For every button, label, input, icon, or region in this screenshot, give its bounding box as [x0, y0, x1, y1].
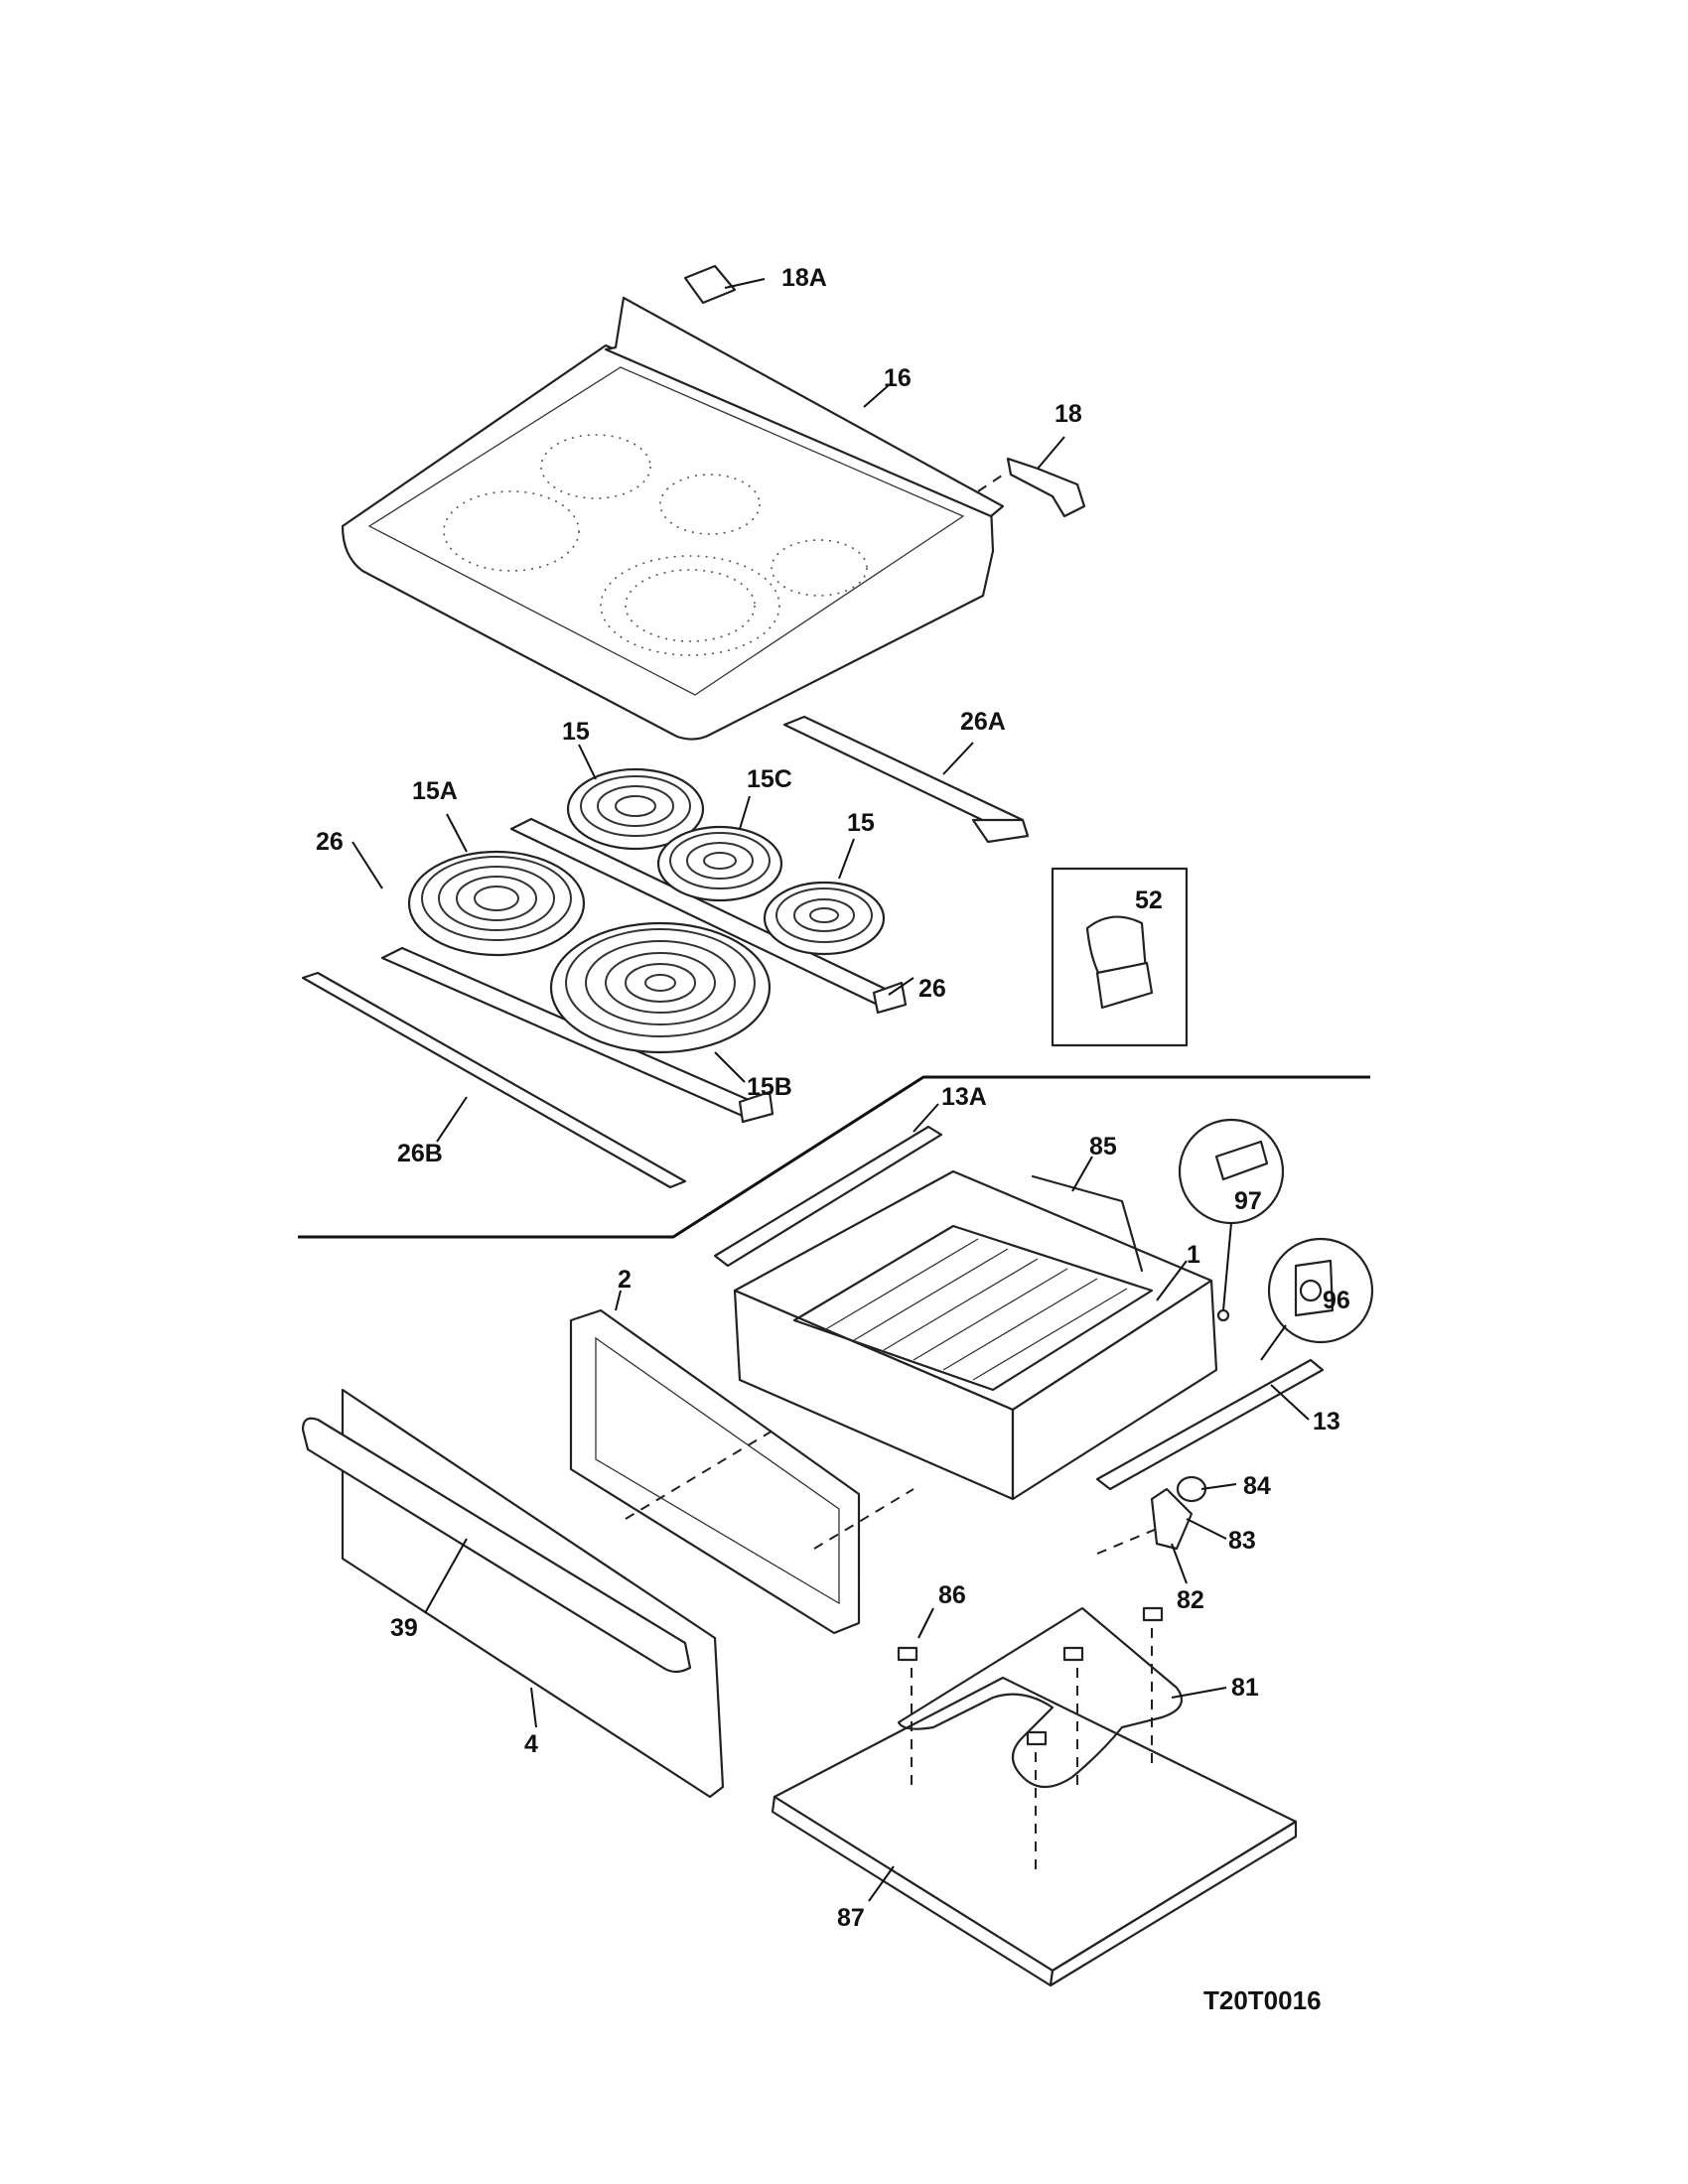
- cooktop-glass-part-16: [341, 296, 1005, 741]
- callout-label: 81: [1231, 1674, 1259, 1702]
- support-rail-part-26-left: [352, 841, 774, 1124]
- callout-label: 96: [1323, 1287, 1350, 1314]
- bake-element-part-81: [897, 1606, 1227, 1789]
- callout-label: 85: [1089, 1133, 1117, 1160]
- callout-label: 2: [618, 1266, 632, 1294]
- surface-element-part-15-top: [566, 744, 705, 851]
- callout-label: 18A: [781, 264, 827, 292]
- callout-label: 97: [1234, 1187, 1262, 1215]
- drawer-slide-part-13: [1095, 1358, 1325, 1491]
- callout-label: 15: [562, 718, 590, 746]
- drawer-rack-part-85: [792, 1156, 1154, 1392]
- callout-label: 15A: [412, 777, 458, 805]
- bracket-part-18: [977, 436, 1086, 518]
- callout-label: 87: [837, 1904, 865, 1932]
- bracket-part-18a: [683, 264, 766, 305]
- callout-label: 26A: [960, 708, 1006, 736]
- section-divider-line: [298, 1075, 1370, 1239]
- callout-label: 83: [1228, 1527, 1256, 1555]
- callout-label: 15C: [747, 765, 792, 793]
- control-knob-inset-part-52: [1051, 867, 1189, 1047]
- screw-inset-part-97: [1178, 1118, 1285, 1322]
- callout-label: 13A: [941, 1083, 987, 1111]
- warming-drawer-body-part-1: [733, 1169, 1218, 1501]
- callout-label: 52: [1135, 887, 1163, 914]
- callout-label: 26: [316, 828, 344, 856]
- callout-label: 16: [884, 364, 912, 392]
- door-frame-part-2: [569, 1290, 861, 1635]
- clip-inset-part-96: [1260, 1237, 1374, 1361]
- callout-label: 84: [1243, 1472, 1271, 1500]
- drawing-id-label: T20T0016: [1203, 1985, 1322, 2015]
- surface-element-part-15a: [407, 813, 586, 957]
- callout-label: 26: [918, 975, 946, 1003]
- callout-label: 18: [1055, 400, 1082, 428]
- callout-label: 4: [524, 1730, 538, 1758]
- front-trim-strip-part-26b: [301, 971, 687, 1189]
- mounting-clips-part-86: [897, 1606, 1164, 1746]
- callout-label: 15B: [747, 1073, 792, 1101]
- callout-label: 15: [847, 809, 875, 837]
- callout-label: 26B: [397, 1140, 443, 1167]
- surface-element-part-15c: [656, 795, 783, 902]
- callout-label: 86: [938, 1581, 966, 1609]
- callout-label: 13: [1313, 1408, 1340, 1435]
- receptacle-assembly-part-82-83-84: [1150, 1475, 1237, 1584]
- callout-label: 1: [1187, 1241, 1200, 1269]
- drawer-front-panel-part-4: [301, 1388, 725, 1799]
- bottom-tray-part-87: [771, 1676, 1298, 1987]
- drawer-slide-part-13a: [713, 1103, 943, 1268]
- support-rail-part-26-right: [509, 817, 914, 1015]
- support-bar-part-26a: [782, 715, 1030, 844]
- callout-label: 82: [1177, 1586, 1204, 1614]
- callout-label: 39: [390, 1614, 418, 1642]
- surface-element-part-15b: [549, 921, 772, 1083]
- surface-element-part-15-right: [763, 838, 886, 956]
